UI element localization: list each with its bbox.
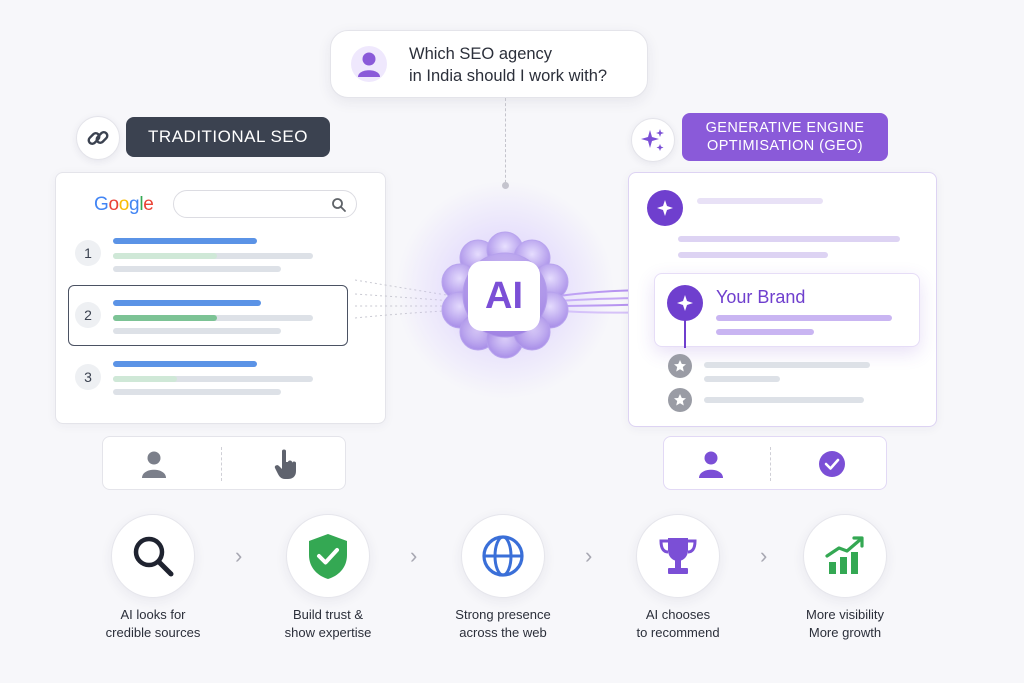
ai-sparkle-icon: [647, 190, 683, 226]
brand-pin-stem: [684, 310, 686, 348]
result-rank: 3: [75, 364, 101, 390]
growth-chart-icon: [803, 514, 887, 598]
result-title-bar: [113, 361, 257, 367]
question-text: Which SEO agency in India should I work …: [409, 45, 608, 85]
geo-title: GENERATIVE ENGINE OPTIMISATION (GEO): [682, 113, 888, 161]
result-text-bar: [113, 376, 313, 382]
result-url-bar: [113, 315, 217, 321]
search-input[interactable]: [173, 190, 357, 218]
result-rank: 2: [75, 302, 101, 328]
star-icon: [668, 388, 692, 412]
result-text-bar: [113, 389, 281, 395]
connector-line: [505, 98, 506, 188]
user-icon: [142, 451, 166, 478]
traditional-seo-title: TRADITIONAL SEO: [126, 117, 330, 157]
star-icon: [668, 354, 692, 378]
chevron-right-icon: ›: [760, 543, 768, 568]
answer-line: [704, 376, 780, 382]
check-circle-icon: [819, 451, 845, 477]
step-label: Build trust &show expertise: [284, 607, 372, 640]
brand-line: [716, 315, 892, 321]
chevron-right-icon: ›: [585, 543, 593, 568]
shield-check-icon: [286, 514, 370, 598]
user-avatar: [351, 46, 387, 82]
result-text-bar: [113, 266, 281, 272]
user-icon: [699, 451, 723, 478]
sparkle-icon: [631, 118, 675, 162]
result-url-bar: [113, 376, 177, 382]
ai-badge: AI: [468, 261, 540, 331]
brand-line: [716, 329, 814, 335]
link-icon: [76, 116, 120, 160]
answer-line: [678, 252, 828, 258]
user-click-panel: [102, 436, 346, 490]
result-text-bar: [113, 328, 281, 334]
user-icon: [358, 52, 380, 77]
result-title-bar: [113, 238, 257, 244]
result-title-bar: [113, 300, 261, 306]
chevron-right-icon: ›: [235, 543, 243, 568]
brand-name: Your Brand: [716, 287, 806, 307]
answer-line: [704, 397, 864, 403]
chevron-right-icon: ›: [410, 543, 418, 568]
pointer-hand-icon: [274, 449, 296, 479]
brand-sparkle-icon: [667, 285, 703, 321]
trophy-icon: [636, 514, 720, 598]
answer-line: [704, 362, 870, 368]
answer-line: [678, 236, 900, 242]
google-logo: Google: [94, 194, 154, 215]
question-bubble: Which SEO agency in India should I work …: [330, 30, 648, 98]
user-verified-panel: [663, 436, 887, 490]
answer-line: [697, 198, 823, 204]
result-rank: 1: [75, 240, 101, 266]
globe-icon: [461, 514, 545, 598]
magnifier-icon: [111, 514, 195, 598]
search-icon: [332, 198, 346, 212]
result-url-bar: [113, 253, 217, 259]
